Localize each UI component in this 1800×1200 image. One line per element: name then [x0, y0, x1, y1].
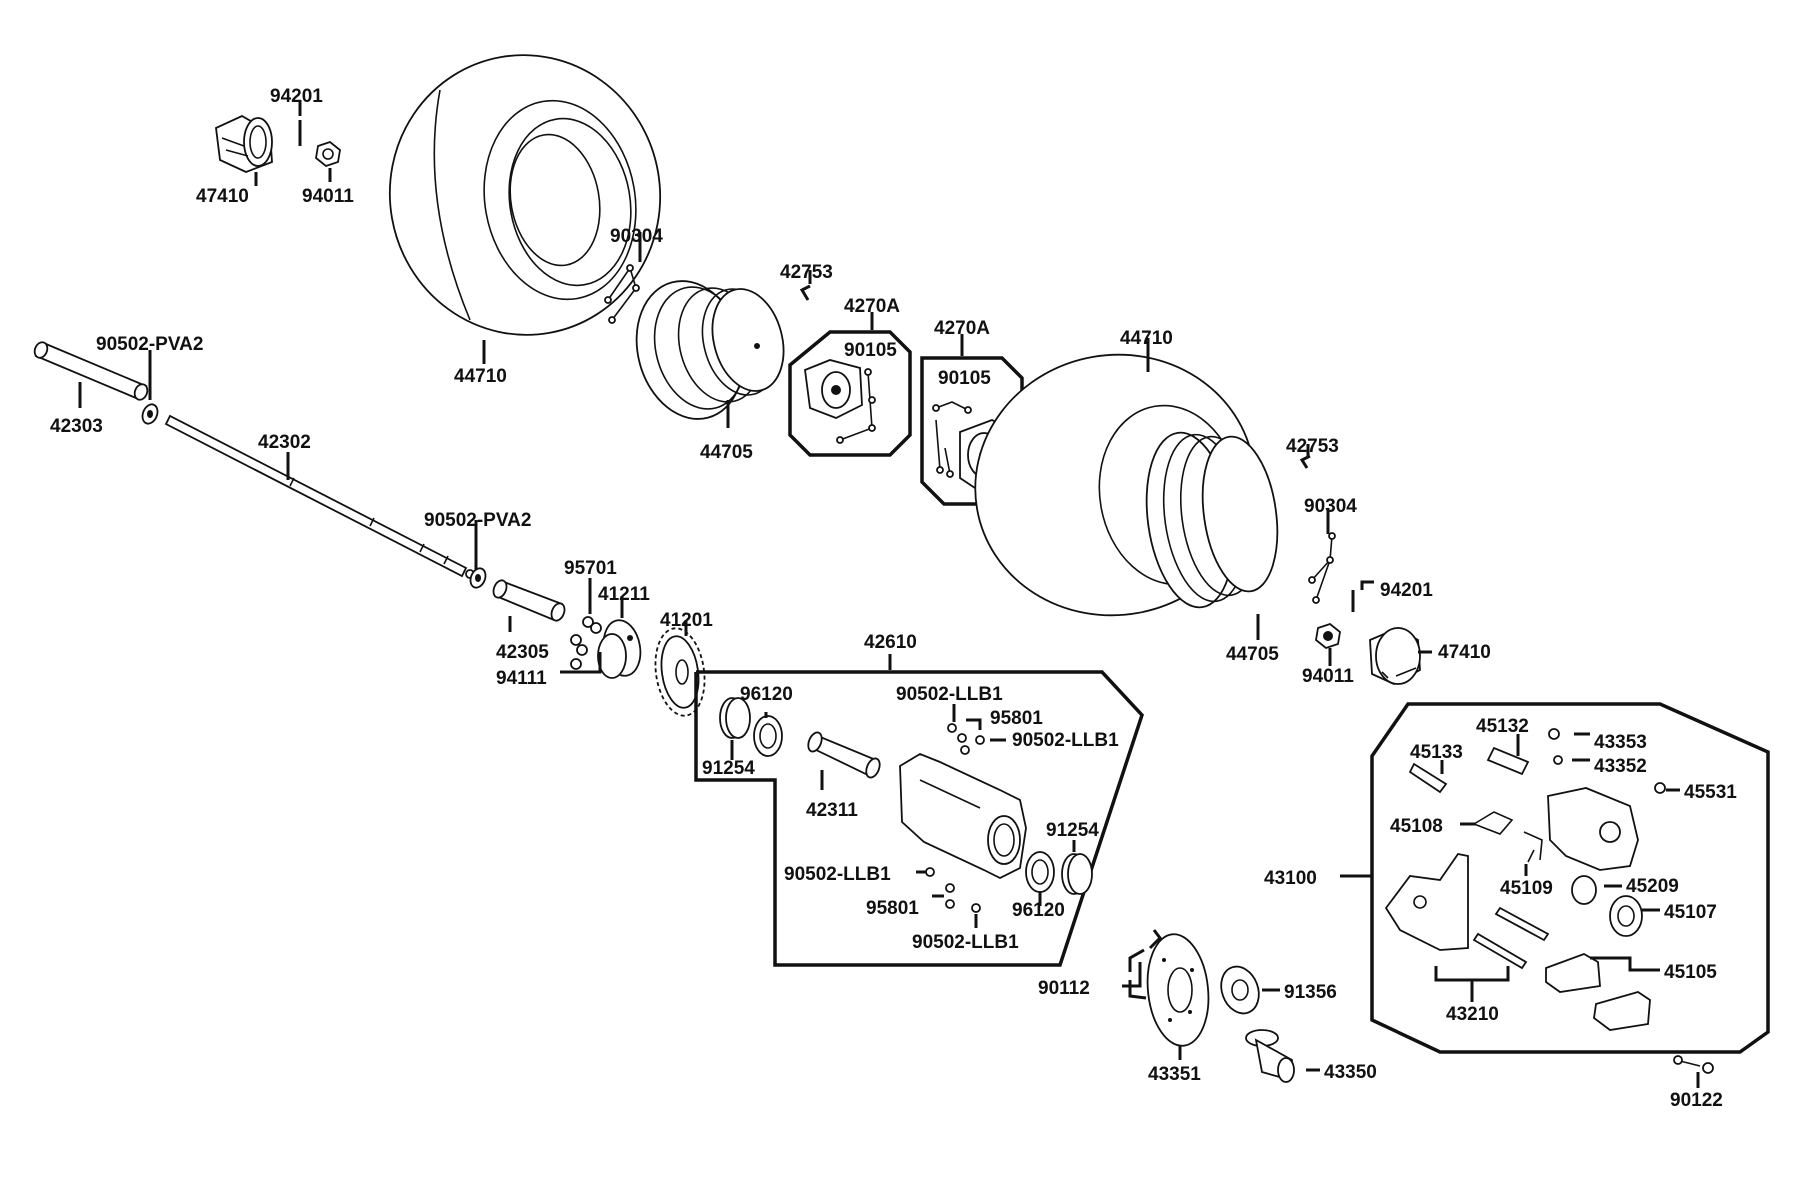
disc-hub [1245, 1029, 1295, 1083]
leader-lines [78, 100, 1700, 1088]
label-90502-llb1-right: 90502-LLB1 [1012, 730, 1119, 751]
bearing-housing [899, 752, 1027, 880]
label-91356: 91356 [1284, 982, 1337, 1003]
studs-top [604, 264, 640, 324]
hub-cap-top [215, 114, 273, 173]
label-41201: 41201 [660, 610, 713, 631]
label-43100: 43100 [1264, 868, 1317, 889]
housing-bolts [925, 723, 985, 913]
label-42610: 42610 [864, 632, 917, 653]
hub-cap-right [1369, 626, 1421, 686]
label-45105: 45105 [1664, 962, 1717, 983]
sprocket [654, 627, 706, 717]
label-90502-pva2-top: 90502-PVA2 [96, 334, 203, 355]
caliper-box [1370, 702, 1770, 1054]
label-90502-llb1-left: 90502-LLB1 [784, 864, 891, 885]
label-44705-right: 44705 [1226, 644, 1279, 665]
label-42305: 42305 [496, 642, 549, 663]
label-94011-right: 94011 [1302, 666, 1354, 687]
label-42303: 42303 [50, 416, 103, 437]
label-96120-left: 96120 [740, 684, 793, 705]
label-90105-right: 90105 [938, 368, 991, 389]
label-94201-top: 94201 [270, 86, 323, 107]
label-43353: 43353 [1594, 732, 1647, 753]
inner-sleeve [807, 731, 881, 779]
label-42311: 42311 [806, 800, 858, 821]
label-96120-right: 96120 [1012, 900, 1065, 921]
label-90105-left: 90105 [844, 340, 897, 361]
label-44705-top: 44705 [700, 442, 753, 463]
label-91254-left: 91254 [702, 758, 755, 779]
label-90122: 90122 [1670, 1090, 1723, 1111]
sprocket-bolts [570, 616, 602, 670]
bearing-set-left [719, 697, 783, 757]
rim-right [1145, 431, 1279, 609]
label-43351: 43351 [1148, 1064, 1201, 1085]
label-42753-top: 42753 [780, 262, 833, 283]
axle-sleeve [33, 341, 149, 401]
nut-top [315, 140, 341, 168]
label-45108: 45108 [1390, 816, 1443, 837]
brake-disc [1146, 933, 1210, 1047]
disc-washer [1220, 965, 1260, 1015]
hub-set-left [788, 330, 912, 457]
label-42302: 42302 [258, 432, 311, 453]
spacer [492, 579, 566, 622]
label-41211: 41211 [598, 584, 650, 605]
label-45132: 45132 [1476, 716, 1529, 737]
label-45133: 45133 [1410, 742, 1463, 763]
label-90502-llb1-top: 90502-LLB1 [896, 684, 1003, 705]
label-90502-llb1-bottom: 90502-LLB1 [912, 932, 1019, 953]
label-95701: 95701 [564, 558, 617, 579]
label-45109: 45109 [1500, 878, 1553, 899]
caliper-parts [1384, 728, 1666, 1031]
label-95801-bottom: 95801 [866, 898, 919, 919]
label-90304-top: 90304 [610, 226, 663, 247]
rear-axle [164, 414, 475, 579]
sprocket-hub [597, 619, 642, 679]
label-90502-pva2-mid: 90502-PVA2 [424, 510, 531, 531]
nut-right [1315, 622, 1341, 650]
label-90112: 90112 [1038, 978, 1090, 999]
label-44710-right: 44710 [1120, 328, 1173, 349]
label-94011-top: 94011 [302, 186, 354, 207]
valve-top [799, 284, 811, 301]
label-4270A-right: 4270A [934, 318, 990, 339]
washer-a [141, 403, 159, 425]
bleeder-screw [1673, 1055, 1714, 1074]
tire-top [388, 54, 662, 336]
bearing-set-right [1025, 851, 1093, 895]
label-94201-right: 94201 [1380, 580, 1433, 601]
label-95801-top: 95801 [990, 708, 1043, 729]
label-4270A-left: 4270A [844, 296, 900, 317]
label-94111: 94111 [496, 668, 547, 689]
label-44710-top: 44710 [454, 366, 507, 387]
rim-top [635, 280, 785, 420]
label-91254-right: 91254 [1046, 820, 1099, 841]
label-90304-right: 90304 [1304, 496, 1357, 517]
bearing-housing-box [694, 670, 1144, 967]
label-47410-top: 47410 [196, 186, 249, 207]
label-42753-right: 42753 [1286, 436, 1339, 457]
label-45107: 45107 [1664, 902, 1717, 923]
washer-b [469, 567, 487, 589]
label-43352: 43352 [1594, 756, 1647, 777]
label-45209: 45209 [1626, 876, 1679, 897]
label-45531: 45531 [1684, 782, 1737, 803]
studs-right [1308, 532, 1336, 604]
label-47410-right: 47410 [1438, 642, 1491, 663]
label-43350: 43350 [1324, 1062, 1377, 1083]
label-43210: 43210 [1446, 1004, 1499, 1025]
